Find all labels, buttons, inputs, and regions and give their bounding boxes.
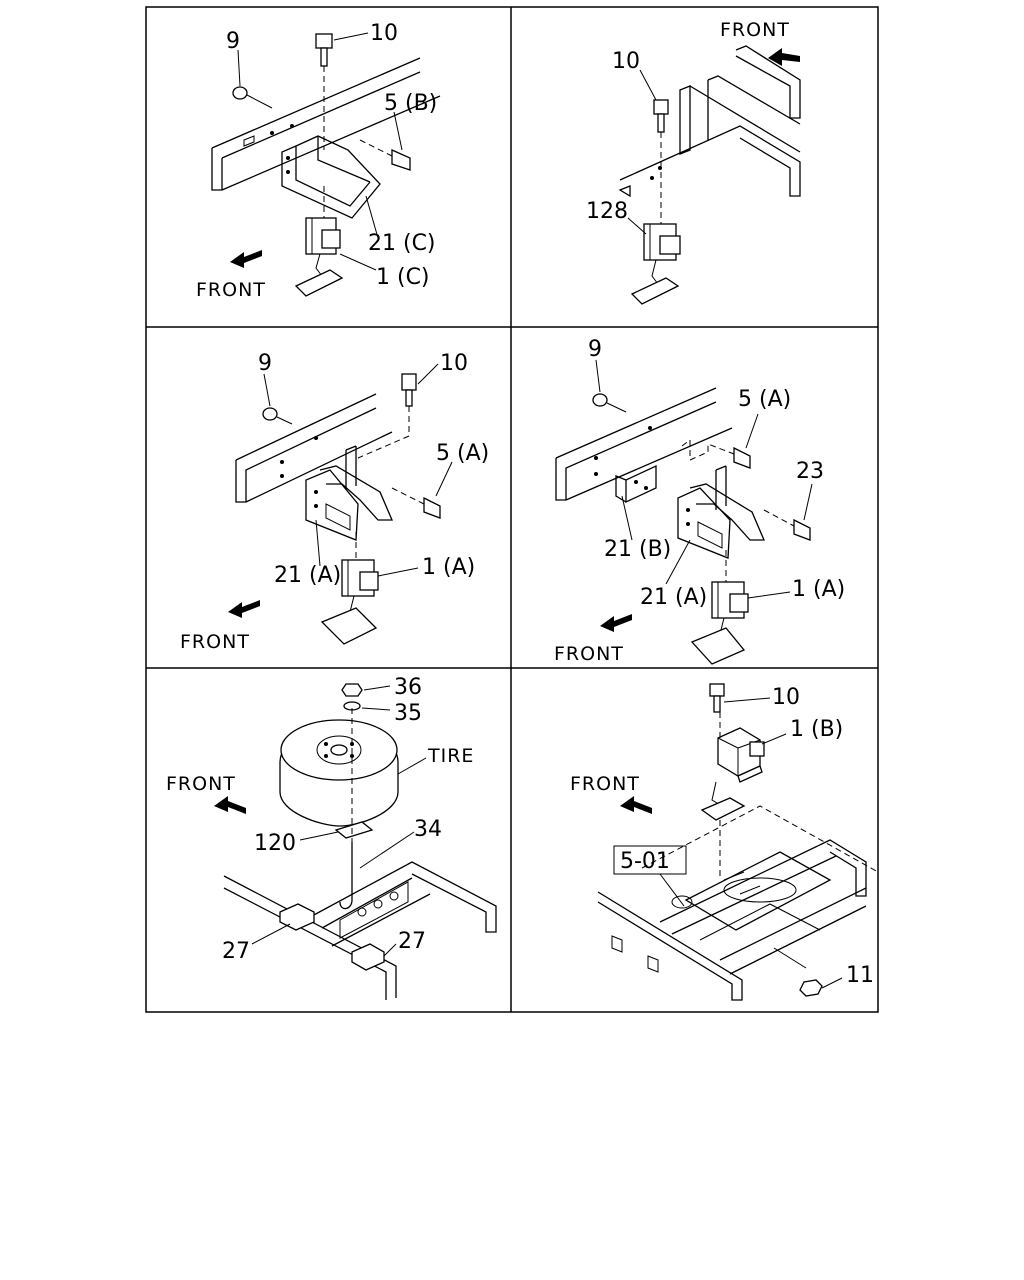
panel-2: 10 128 FRONT (586, 19, 801, 305)
bolt-10 (357, 373, 417, 459)
bolt-5b (359, 139, 411, 171)
bolt-10 (653, 99, 669, 226)
callout-5-01: 5-01 (620, 849, 670, 874)
callout-5b: 5 (B) (384, 91, 437, 116)
frame-rail (211, 57, 441, 191)
callout-21a: 21 (A) (640, 585, 707, 610)
bracket-21c (281, 135, 381, 219)
panel-3: 9 10 5 (A) 21 (A) 1 (A) FRONT (180, 351, 489, 653)
callout-36: 36 (394, 675, 422, 700)
ref-box-5-01 (613, 845, 687, 907)
bolt-10 (709, 683, 771, 713)
bolt-23 (763, 509, 811, 541)
front-label: FRONT (166, 773, 236, 795)
callout-9: 9 (588, 337, 602, 362)
panel-5: 36 35 TIRE 120 34 27 27 FRONT (166, 675, 497, 1000)
winch-1a (320, 532, 379, 645)
plate-120 (334, 821, 374, 839)
front-arrow (214, 796, 246, 814)
callout-27: 27 (222, 939, 250, 964)
nut-36 (341, 683, 363, 697)
callout-34: 34 (414, 817, 442, 842)
bracket-21a (677, 465, 765, 559)
callout-1c: 1 (C) (376, 265, 430, 290)
frame (597, 805, 879, 1001)
front-arrow (600, 614, 632, 632)
callout-21a: 21 (A) (274, 563, 341, 588)
panel-4: 9 5 (A) 23 21 (B) 21 (A) 1 (A) FRONT (554, 337, 845, 665)
callout-9: 9 (258, 351, 272, 376)
callout-5a: 5 (A) (738, 387, 791, 412)
panel-grid (145, 6, 879, 1013)
winch-1b (717, 727, 787, 783)
winch-1a (690, 550, 749, 665)
panel-6: 10 1 (B) 5-01 11 FRONT (570, 683, 879, 1001)
nut-11 (799, 977, 843, 997)
pad-27 (279, 903, 315, 931)
front-arrow (228, 600, 260, 618)
callout-1a: 1 (A) (422, 555, 475, 580)
front-arrow (620, 796, 652, 814)
front-label: FRONT (180, 631, 250, 653)
pad-27 (351, 943, 385, 971)
callout-27: 27 (398, 929, 426, 954)
bolt-10 (315, 33, 333, 150)
hook-34 (339, 708, 353, 910)
callout-10: 10 (370, 21, 398, 46)
front-label: FRONT (196, 279, 266, 301)
callout-120: 120 (254, 831, 296, 856)
callout-21b: 21 (B) (604, 537, 671, 562)
panel-1: 9 10 5 (B) 21 (C) 1 (C) FRONT (196, 21, 441, 301)
nut-9 (232, 86, 273, 109)
bolt-5a (681, 439, 751, 469)
winch-128 (630, 223, 681, 305)
callout-5a: 5 (A) (436, 441, 489, 466)
callout-1b: 1 (B) (790, 717, 843, 742)
front-arrow (768, 48, 800, 66)
callout-tire: TIRE (427, 745, 474, 767)
nut-9 (592, 393, 627, 413)
callout-10: 10 (612, 49, 640, 74)
frame (223, 861, 497, 1000)
callout-11: 11 (846, 963, 874, 988)
bracket-21a (305, 445, 393, 541)
front-arrow (230, 250, 262, 268)
callout-23: 23 (796, 459, 824, 484)
callout-21c: 21 (C) (368, 231, 436, 256)
front-label: FRONT (570, 773, 640, 795)
callout-1a: 1 (A) (792, 577, 845, 602)
winch-1c (294, 186, 344, 297)
callout-128: 128 (586, 199, 628, 224)
bracket-21b (615, 464, 657, 504)
callout-9: 9 (226, 29, 240, 54)
front-label: FRONT (720, 19, 790, 41)
frame-rail (618, 45, 801, 198)
nut-9 (262, 407, 293, 425)
frame-rail (555, 387, 733, 501)
frame-rail (235, 393, 393, 503)
front-label: FRONT (554, 643, 624, 665)
spare-tire (279, 719, 399, 827)
bracket (700, 712, 746, 880)
callout-10: 10 (772, 685, 800, 710)
callout-35: 35 (394, 701, 422, 726)
callout-10: 10 (440, 351, 468, 376)
bolt-5a (391, 487, 441, 519)
